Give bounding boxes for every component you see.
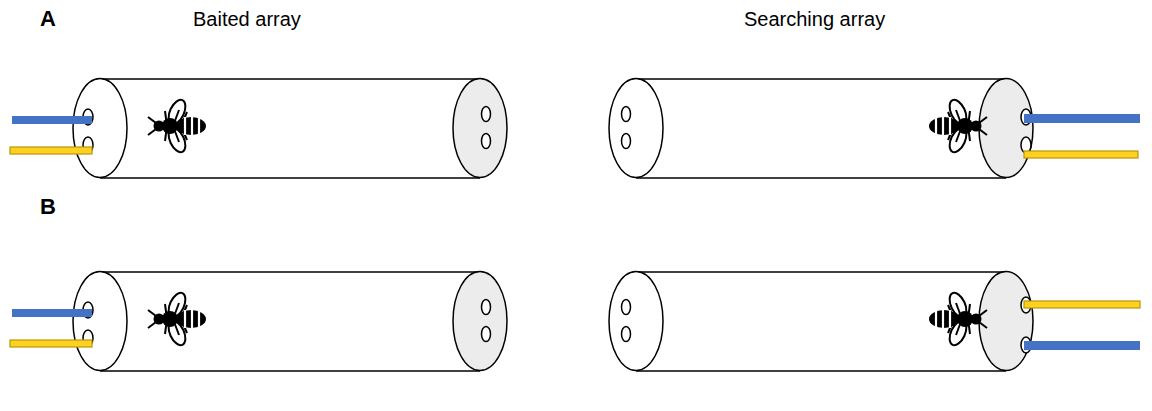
tube-end (73, 79, 127, 178)
panel-b (10, 272, 1140, 372)
searching-tube (609, 79, 1140, 179)
bee (148, 290, 206, 347)
array-caption: Searching array (744, 8, 885, 31)
blue-tube (1024, 114, 1140, 123)
hole (622, 107, 631, 122)
hole (482, 134, 491, 149)
tube-wall (100, 78, 480, 80)
tube-wall (100, 370, 480, 372)
panel-letter: A (40, 6, 56, 31)
hole (482, 300, 491, 315)
hole (622, 134, 631, 149)
yellow-tube (10, 340, 92, 347)
bee (929, 97, 987, 154)
tube-wall (636, 177, 1006, 179)
blue-tube (1024, 341, 1140, 350)
tube-end (73, 272, 127, 371)
tube-wall (636, 370, 1006, 372)
array-caption: Baited array (193, 8, 301, 31)
hole (622, 300, 631, 315)
blue-tube (12, 309, 92, 317)
panel-a (10, 79, 1140, 179)
tube-cap (453, 79, 507, 178)
tube-cap (979, 79, 1033, 178)
hole (482, 327, 491, 342)
panel-letter: B (40, 194, 56, 219)
tube-wall (636, 78, 1006, 80)
bee (148, 97, 206, 154)
baited-tube (10, 79, 507, 179)
tube-cap (979, 272, 1033, 371)
tube-wall (100, 271, 480, 273)
hole (622, 327, 631, 342)
yellow-tube (10, 147, 92, 154)
bee (929, 290, 987, 347)
tube-cap (453, 272, 507, 371)
tube-end (609, 79, 663, 178)
searching-tube (609, 272, 1140, 372)
yellow-tube (1024, 151, 1138, 158)
tube-end (609, 272, 663, 371)
yellow-tube (1024, 301, 1140, 308)
hole (482, 107, 491, 122)
tube-wall (636, 271, 1006, 273)
tube-wall (100, 177, 480, 179)
blue-tube (12, 116, 92, 124)
baited-tube (10, 272, 507, 372)
